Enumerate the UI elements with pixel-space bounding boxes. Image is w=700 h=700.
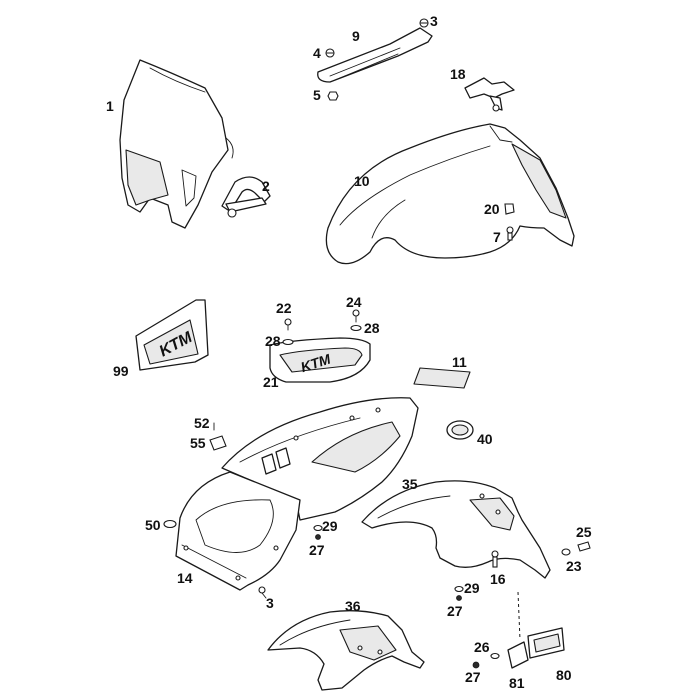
- callout-3-top: 3: [430, 13, 438, 29]
- callout-40: 40: [477, 431, 493, 447]
- callout-50: 50: [145, 517, 161, 533]
- callout-25: 25: [576, 524, 592, 540]
- callout-36: 36: [345, 598, 361, 614]
- callout-10: 10: [354, 173, 370, 189]
- callout-11: 11: [452, 354, 467, 370]
- rear-fender-upper: [221, 397, 419, 521]
- screw-25: [577, 541, 591, 552]
- nut-27a: [315, 534, 321, 540]
- callout-29b: 29: [464, 580, 480, 596]
- washer-28b: [350, 324, 362, 332]
- callout-5: 5: [313, 87, 321, 103]
- screw-24: [352, 309, 360, 323]
- decal-99: KTM: [135, 299, 209, 371]
- callout-14: 14: [177, 570, 193, 586]
- screw-4: [325, 48, 335, 58]
- callout-7: 7: [493, 229, 501, 245]
- grommet-40: [446, 420, 474, 440]
- callout-20: 20: [484, 201, 500, 217]
- callout-21: 21: [263, 374, 279, 390]
- callout-23: 23: [566, 558, 582, 574]
- washer-28a: [282, 338, 294, 346]
- washer-29b: [454, 585, 464, 593]
- rear-part-36: [267, 610, 425, 691]
- rear-fender-14: [175, 471, 301, 591]
- front-fender: [325, 123, 575, 265]
- seat-cushion: KTM: [269, 337, 371, 383]
- callout-1: 1: [106, 98, 114, 114]
- plate-holder-81: [507, 641, 529, 669]
- callout-27b: 27: [447, 603, 463, 619]
- clip-55: [209, 435, 227, 451]
- reflector-80: [527, 627, 565, 659]
- bracket-18: [464, 77, 515, 112]
- screw-22: [284, 318, 292, 331]
- nut-27c: [472, 661, 480, 669]
- screw-16: [491, 550, 499, 568]
- rear-fender-35: [361, 480, 551, 579]
- screw-7: [506, 226, 514, 241]
- callout-55: 55: [190, 435, 206, 451]
- headlight-bracket: [221, 176, 271, 218]
- callout-16: 16: [490, 571, 506, 587]
- washer-26: [490, 652, 500, 660]
- mounting-plate: [317, 27, 433, 83]
- callout-27a: 27: [309, 542, 325, 558]
- callout-18: 18: [450, 66, 466, 82]
- leader-line-81: [517, 591, 521, 641]
- callout-99: 99: [113, 363, 129, 379]
- callout-52: 52: [194, 415, 210, 431]
- strip-11: [413, 367, 471, 389]
- callout-28a: 28: [265, 333, 281, 349]
- callout-28b: 28: [364, 320, 380, 336]
- nut-20: [504, 203, 515, 215]
- nut-5: [327, 91, 339, 101]
- screw-3-top: [419, 18, 429, 28]
- callout-26: 26: [474, 639, 490, 655]
- washer-29a: [313, 524, 323, 532]
- callout-3-bottom: 3: [266, 595, 274, 611]
- washer-23: [561, 548, 571, 556]
- callout-29a: 29: [322, 518, 338, 534]
- nut-27b: [456, 595, 462, 601]
- callout-35: 35: [402, 476, 418, 492]
- callout-4: 4: [313, 45, 321, 61]
- washer-50: [163, 519, 177, 529]
- callout-80: 80: [556, 667, 572, 683]
- callout-27c: 27: [465, 669, 481, 685]
- callout-24: 24: [346, 294, 362, 310]
- headlight-mask: [119, 59, 234, 229]
- callout-2: 2: [262, 178, 270, 194]
- callout-22: 22: [276, 300, 292, 316]
- callout-9: 9: [352, 28, 360, 44]
- callout-81: 81: [509, 675, 525, 691]
- screw-3-bottom: [258, 586, 267, 599]
